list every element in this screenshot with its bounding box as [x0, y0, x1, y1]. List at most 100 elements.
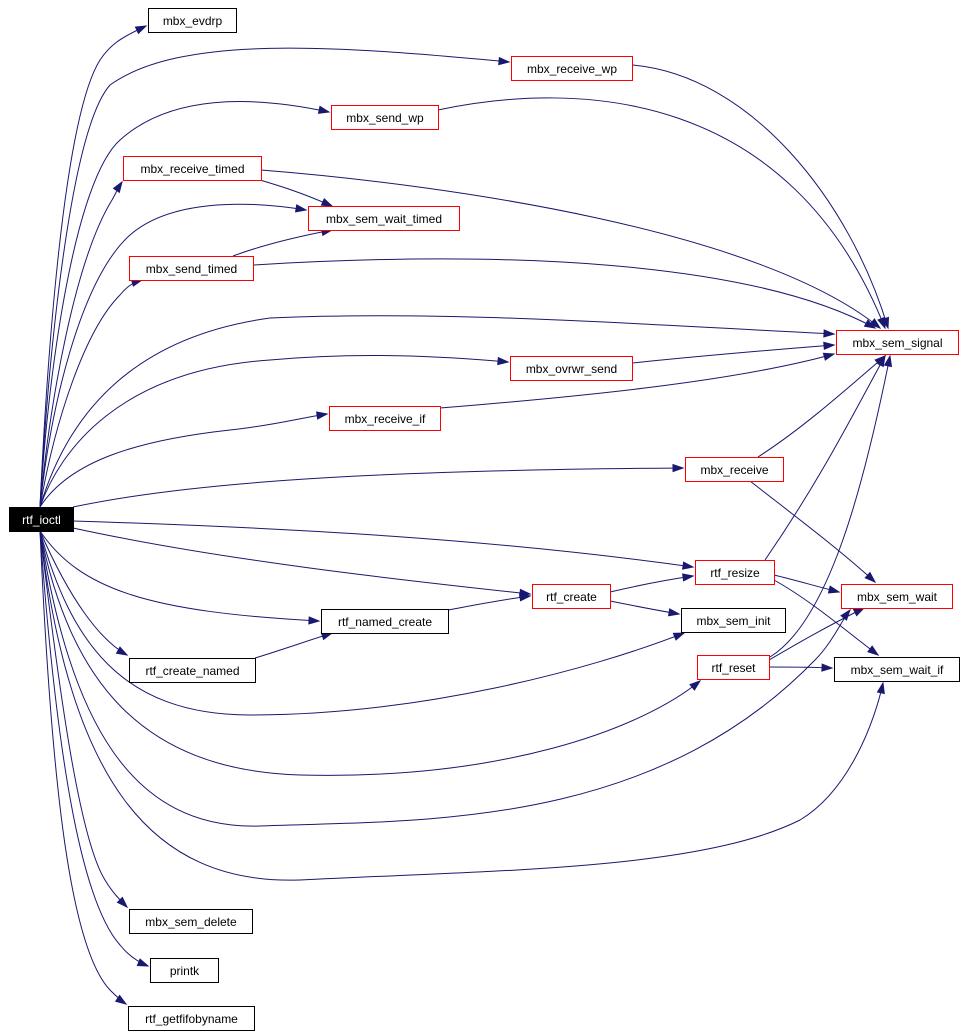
node-label: mbx_sem_wait_timed [326, 212, 442, 226]
arrowhead [672, 632, 686, 641]
edges-layer [39, 25, 893, 1005]
node-box [841, 584, 953, 609]
node-box [123, 156, 262, 181]
node-box [321, 609, 449, 634]
arrowhead [136, 958, 150, 967]
node-label: mbx_ovrwr_send [526, 362, 617, 376]
edge-mbx-receive-to-mbx-sem-signal [757, 355, 887, 458]
arrowhead [869, 318, 882, 329]
node-box [695, 560, 775, 585]
edge-line [764, 355, 886, 561]
node-mbx-send-wp[interactable]: mbx_send_wp [331, 105, 439, 130]
node-box [148, 8, 237, 33]
edge-line [769, 355, 891, 658]
edge-rtf-resize-to-mbx-sem-wait [773, 574, 841, 594]
arrowhead [308, 616, 321, 625]
node-box [9, 507, 74, 532]
edge-line [437, 97, 886, 329]
arrowhead [294, 204, 308, 213]
edge-mbx-receive-to-mbx-sem-wait [749, 480, 877, 584]
node-label: rtf_resize [710, 566, 760, 580]
arrowhead [682, 573, 695, 582]
edge-line [39, 530, 884, 881]
node-box [685, 457, 784, 482]
node-box [128, 1006, 255, 1031]
node-rtf-create[interactable]: rtf_create [532, 584, 611, 609]
node-box [329, 406, 441, 431]
node-mbx-evdrp: mbx_evdrp [148, 8, 237, 33]
node-box [331, 105, 439, 130]
node-label: mbx_receive [700, 463, 768, 477]
node-label: mbx_send_wp [346, 111, 424, 125]
edge-line [39, 530, 149, 967]
node-label: mbx_sem_wait [857, 590, 938, 604]
edge-line [39, 530, 685, 716]
edge-line [72, 520, 694, 568]
arrowhead [827, 585, 841, 594]
edge-line [39, 25, 147, 508]
node-box [511, 56, 633, 81]
node-label: mbx_sem_signal [852, 336, 942, 350]
node-box [836, 330, 959, 355]
arrowhead [682, 561, 695, 570]
edge-rtf-reset-to-mbx-sem-wait [768, 607, 866, 661]
edge-line [439, 353, 835, 409]
edge-rtf-resize-to-mbx-sem-wait-if [773, 579, 880, 656]
arrowhead [822, 352, 836, 361]
edge-rtf-create-named-to-rtf-named-create [254, 632, 334, 659]
edge-line [39, 47, 510, 508]
edge-mbx-receive-if-to-mbx-sem-signal [439, 352, 836, 409]
edge-line [72, 527, 531, 595]
node-mbx-receive-wp[interactable]: mbx_receive_wp [511, 56, 633, 81]
node-rtf-reset[interactable]: rtf_reset [697, 655, 770, 680]
node-rtf-resize[interactable]: rtf_resize [695, 560, 775, 585]
arrowhead [823, 341, 836, 351]
edge-rtf-ioctl-to-mbx-receive-timed [39, 180, 123, 508]
node-box [129, 909, 253, 934]
arrowhead [116, 896, 129, 909]
node-label: rtf_create_named [145, 664, 239, 678]
edge-rtf-ioctl-to-mbx-receive-if [39, 411, 329, 508]
node-box [532, 584, 611, 609]
edge-rtf-reset-to-mbx-sem-wait-if [768, 663, 834, 672]
node-box [308, 206, 460, 231]
edge-line [39, 315, 835, 508]
node-mbx-sem-wait-timed[interactable]: mbx_sem_wait_timed [308, 206, 460, 231]
edge-mbx-receive-timed-to-mbx-sem-wait-timed [259, 179, 334, 207]
edge-rtf-ioctl-to-mbx-sem-init [39, 530, 686, 716]
node-rtf-create-named: rtf_create_named [129, 658, 256, 683]
node-box [510, 356, 633, 381]
edge-rtf-ioctl-to-mbx-sem-wait-if [39, 530, 885, 881]
arrowhead [134, 25, 148, 35]
edge-mbx-ovrwr-send-to-mbx-sem-signal [631, 341, 836, 364]
arrowhead [852, 607, 866, 617]
edge-line [232, 229, 333, 257]
arrowhead [876, 354, 886, 368]
arrowhead [864, 571, 877, 584]
edge-line [757, 355, 886, 458]
node-mbx-ovrwr-send[interactable]: mbx_ovrwr_send [510, 356, 633, 381]
edge-rtf-ioctl-to-rtf-resize [72, 520, 695, 570]
edge-line [39, 530, 127, 1005]
node-mbx-sem-wait[interactable]: mbx_sem_wait [841, 584, 953, 609]
edge-line [252, 258, 876, 329]
edge-rtf-resize-to-mbx-sem-signal [764, 354, 886, 561]
node-mbx-send-timed[interactable]: mbx_send_timed [129, 256, 254, 281]
arrowhead [876, 681, 885, 695]
edge-rtf-ioctl-to-rtf-create [72, 527, 532, 598]
edge-rtf-ioctl-to-rtf-getfifobyname [39, 530, 128, 1005]
edge-line [631, 344, 835, 364]
node-mbx-sem-signal[interactable]: mbx_sem_signal [836, 330, 959, 355]
edge-rtf-ioctl-to-rtf-reset [39, 530, 702, 776]
edge-rtf-ioctl-to-mbx-sem-signal [39, 315, 836, 508]
node-box [129, 658, 256, 683]
arrowhead [317, 105, 331, 114]
node-box [697, 655, 770, 680]
node-mbx-receive-timed[interactable]: mbx_receive_timed [123, 156, 262, 181]
node-mbx-receive[interactable]: mbx_receive [685, 457, 784, 482]
node-label: printk [170, 964, 200, 978]
node-mbx-receive-if[interactable]: mbx_receive_if [329, 406, 441, 431]
edge-line [39, 530, 128, 656]
edge-rtf-ioctl-to-rtf-create-named [39, 530, 129, 656]
